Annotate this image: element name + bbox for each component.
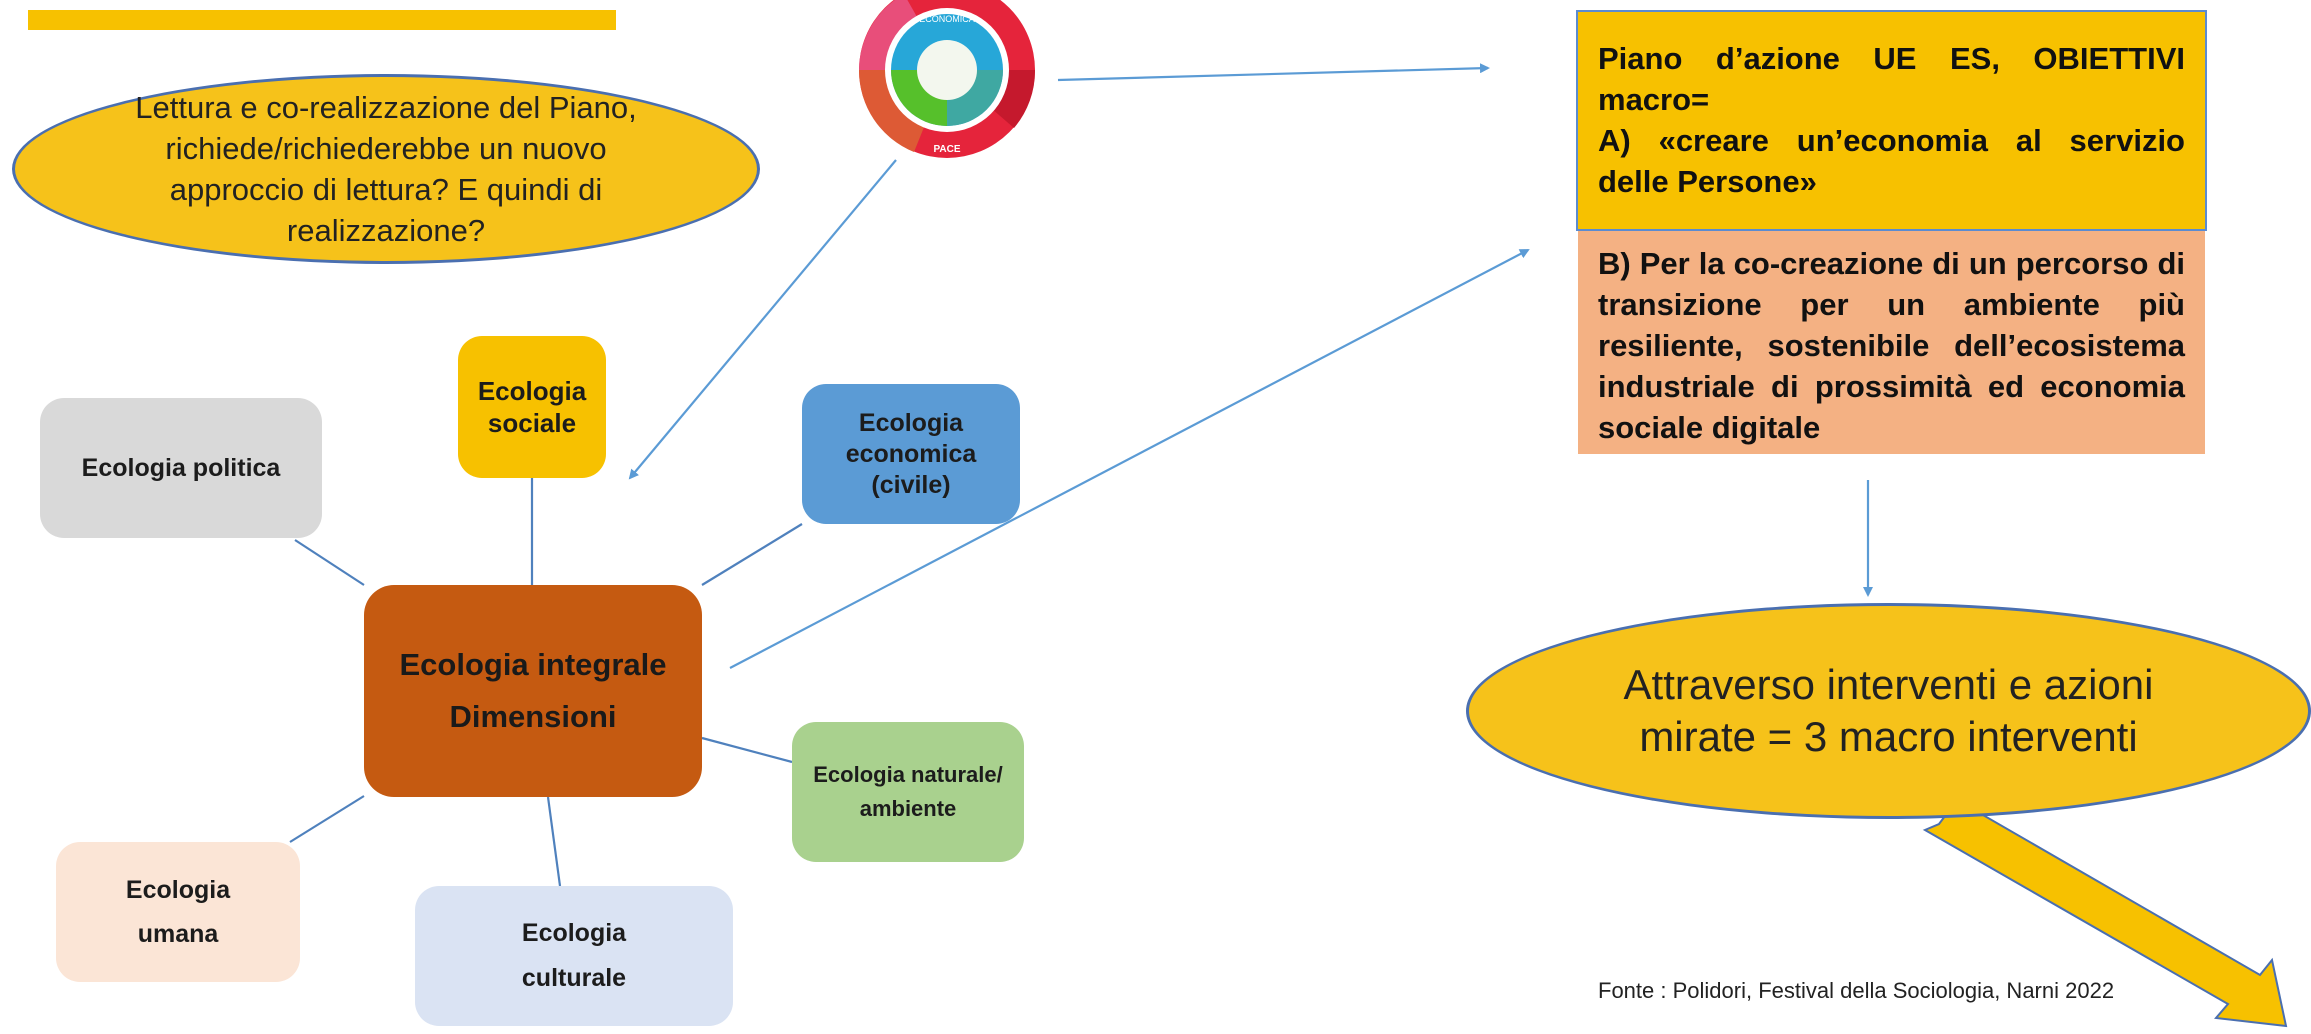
umana-line2: umana [137,920,219,948]
link-economica [701,523,803,586]
node-ecologia-politica: Ecologia politica [40,398,322,538]
culturale-line1: Ecologia [521,919,627,947]
economica-line1: Ecologia [858,408,964,437]
culturale-line2: culturale [521,964,627,992]
title-accent-bar [28,10,616,30]
umana-line1: Ecologia [125,876,231,904]
sociale-line2: sociale [487,408,577,438]
interventions-ellipse: Attraverso interventi e azioni mirate = … [1466,603,2311,819]
sdg-wheel-logo: ECONOMICA PACE [854,0,1040,160]
naturale-line1: Ecologia naturale/ [813,762,1003,787]
node-ecologia-naturale: Ecologia naturale/ ambiente [792,722,1024,862]
sdg-label-pace: PACE [933,144,960,155]
objective-b: B) Per la co-creazione di un percorso di… [1598,246,2185,445]
objectives-box-b: B) Per la co-creazione di un percorso di… [1578,231,2205,454]
link-politica [294,539,365,586]
link-naturale [701,736,793,764]
arrow-wheel-to-objectives [1057,63,1490,82]
sdg-label-economica: ECONOMICA [919,14,975,24]
objectives-box-a: Piano d’azione UE ES, OBIETTIVI macro= A… [1576,10,2207,231]
center-line2: Dimensioni [449,699,617,734]
question-text: Lettura e co-realizzazione del Piano, ri… [135,90,637,248]
naturale-line2: ambiente [859,796,957,821]
node-ecologia-umana: Ecologia umana [56,842,300,982]
center-line1: Ecologia integrale [399,647,667,682]
link-umana [289,795,365,843]
economica-line3: (civile) [871,470,951,499]
economica-line2: economica [845,439,977,468]
node-ecologia-culturale: Ecologia culturale [415,886,733,1026]
interventions-text: Attraverso interventi e azioni mirate = … [1623,661,2154,760]
node-ecologia-integrale: Ecologia integrale Dimensioni [364,585,702,797]
politica-label: Ecologia politica [81,453,281,482]
question-ellipse: Lettura e co-realizzazione del Piano, ri… [12,74,760,264]
link-culturale [546,796,562,887]
objective-a: A) «creare un’economia al servizio delle… [1598,123,2185,199]
sociale-line1: Ecologia [477,376,587,406]
source-citation: Fonte : Polidori, Festival della Sociolo… [1598,978,2115,1003]
node-ecologia-economica: Ecologia economica (civile) [802,384,1020,524]
objectives-title: Piano d’azione UE ES, OBIETTIVI macro= [1598,41,2185,117]
